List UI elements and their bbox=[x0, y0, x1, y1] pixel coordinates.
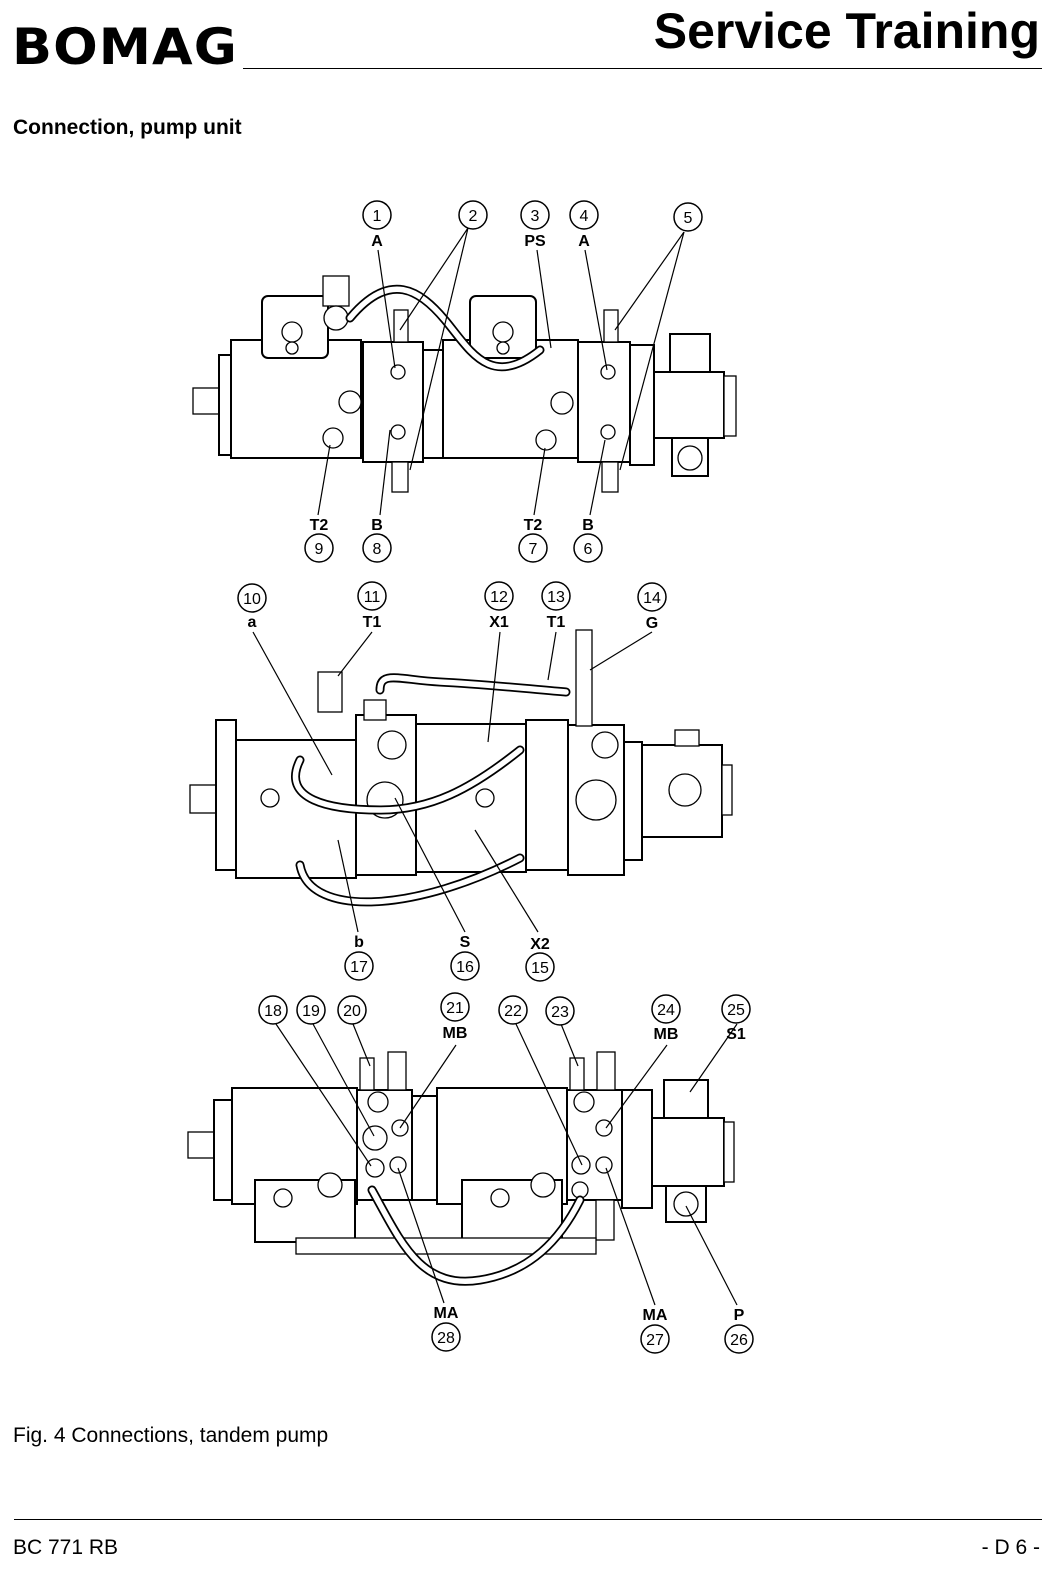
header-title: Service Training bbox=[653, 3, 1040, 59]
port-label: G bbox=[646, 615, 658, 632]
port-label: B bbox=[371, 517, 383, 534]
callout-18: 18 bbox=[258, 995, 288, 1025]
callout-number: 15 bbox=[531, 960, 549, 977]
callout-number: 25 bbox=[727, 1002, 745, 1019]
callout-number: 22 bbox=[504, 1003, 522, 1020]
callout-21: 21 MB bbox=[440, 992, 470, 1042]
port-label: P bbox=[734, 1307, 745, 1324]
section-title: Connection, pump unit bbox=[13, 116, 242, 139]
callout-number: 20 bbox=[343, 1003, 361, 1020]
callout-20: 20 bbox=[337, 995, 367, 1025]
callout-number: 16 bbox=[456, 959, 474, 976]
port-label: A bbox=[578, 233, 590, 250]
port-label: T2 bbox=[310, 517, 329, 534]
callout-number: 4 bbox=[580, 208, 589, 225]
callout-1: 1 A bbox=[362, 200, 392, 250]
port-label: T1 bbox=[363, 614, 382, 631]
callout-27: MA 27 bbox=[640, 1307, 670, 1354]
port-label: S1 bbox=[726, 1026, 746, 1043]
port-label: b bbox=[354, 934, 364, 951]
callout-13: 13 T1 bbox=[541, 581, 571, 631]
callout-number: 2 bbox=[469, 208, 478, 225]
callout-number: 6 bbox=[584, 541, 593, 558]
port-label: MB bbox=[443, 1025, 468, 1042]
header-rule bbox=[243, 68, 1042, 69]
callout-12: 12 X1 bbox=[484, 581, 514, 631]
callout-number: 10 bbox=[243, 591, 261, 608]
callout-number: 7 bbox=[529, 541, 538, 558]
callout-9: T2 9 bbox=[304, 517, 334, 563]
footer-model: BC 771 RB bbox=[13, 1536, 119, 1559]
callout-6: B 6 bbox=[573, 517, 603, 563]
callout-19: 19 bbox=[296, 995, 326, 1025]
leader-lines bbox=[252, 227, 738, 1306]
callout-number: 19 bbox=[302, 1003, 320, 1020]
callout-24: 24 MB bbox=[651, 994, 681, 1043]
callout-number: 21 bbox=[446, 1000, 464, 1017]
callout-number: 18 bbox=[264, 1003, 282, 1020]
pump-view-bottom bbox=[187, 1051, 735, 1286]
callout-number: 14 bbox=[643, 590, 661, 607]
callout-16: S 16 bbox=[450, 934, 480, 981]
callout-number: 5 bbox=[684, 210, 693, 227]
port-label: X2 bbox=[530, 936, 550, 953]
port-label: MA bbox=[434, 1305, 459, 1322]
callout-number: 11 bbox=[364, 589, 381, 606]
callout-25: 25 S1 bbox=[721, 994, 751, 1043]
port-label: MB bbox=[654, 1026, 679, 1043]
callout-number: 23 bbox=[551, 1004, 569, 1021]
callout-23: 23 bbox=[545, 996, 575, 1026]
callout-3: 3 PS bbox=[520, 200, 550, 250]
callout-11: 11 T1 bbox=[357, 581, 387, 631]
port-label: S bbox=[460, 934, 471, 951]
callout-28: MA 28 bbox=[431, 1305, 461, 1352]
footer-rule bbox=[14, 1519, 1042, 1520]
callout-4: 4 A bbox=[569, 200, 599, 250]
callout-14: 14 G bbox=[637, 582, 667, 632]
callout-5: 5 bbox=[673, 202, 703, 232]
callout-number: 28 bbox=[437, 1330, 455, 1347]
callout-number: 9 bbox=[315, 541, 324, 558]
port-label: T2 bbox=[524, 517, 543, 534]
callout-number: 24 bbox=[657, 1002, 675, 1019]
footer-page-number: - D 6 - bbox=[981, 1536, 1040, 1559]
callout-number: 12 bbox=[490, 589, 508, 606]
callout-7: T2 7 bbox=[518, 517, 548, 563]
callout-2: 2 bbox=[458, 200, 488, 230]
figure-caption: Fig. 4 Connections, tandem pump bbox=[13, 1424, 329, 1447]
callout-number: 27 bbox=[646, 1332, 664, 1349]
port-label: PS bbox=[524, 233, 546, 250]
callout-number: 17 bbox=[350, 959, 368, 976]
callout-number: 8 bbox=[373, 541, 382, 558]
callout-8: B 8 bbox=[362, 517, 392, 563]
pump-view-top bbox=[192, 275, 737, 493]
callout-number: 3 bbox=[531, 208, 540, 225]
callout-15: X2 15 bbox=[525, 936, 555, 982]
port-label: a bbox=[248, 614, 257, 631]
port-label: MA bbox=[643, 1307, 668, 1324]
callout-22: 22 bbox=[498, 995, 528, 1025]
callout-number: 26 bbox=[730, 1332, 748, 1349]
port-label: B bbox=[582, 517, 594, 534]
port-label: A bbox=[371, 233, 383, 250]
port-label: T1 bbox=[547, 614, 566, 631]
callout-10: 10 a bbox=[237, 583, 267, 631]
port-label: X1 bbox=[489, 614, 509, 631]
callout-number: 1 bbox=[373, 208, 382, 225]
pump-view-middle bbox=[189, 629, 733, 907]
bomag-logo: BOMAG bbox=[12, 18, 238, 76]
callout-number: 13 bbox=[547, 589, 565, 606]
callout-26: P 26 bbox=[724, 1307, 754, 1354]
callout-17: b 17 bbox=[344, 934, 374, 981]
